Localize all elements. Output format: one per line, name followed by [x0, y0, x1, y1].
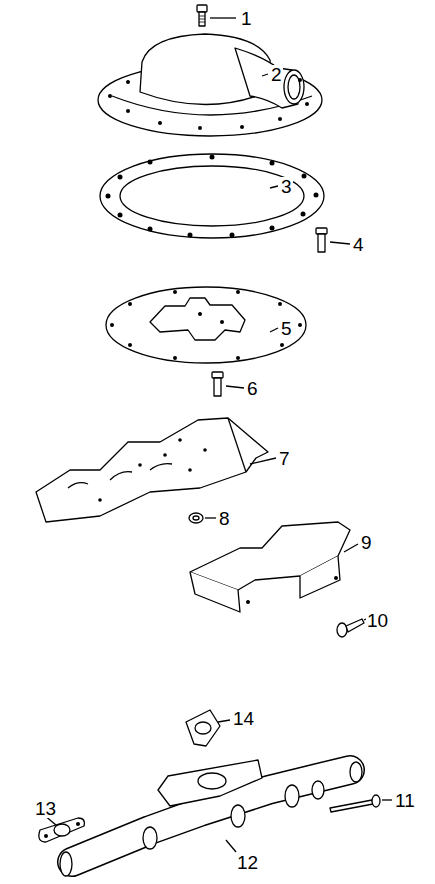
- callout-number: 5: [280, 319, 293, 338]
- leader-line: [226, 840, 236, 852]
- leader-line: [262, 74, 268, 76]
- callout-number: 3: [280, 177, 293, 196]
- cover: [98, 34, 322, 136]
- bolt: [197, 5, 207, 26]
- leader-line: [218, 720, 230, 722]
- callout-number: 2: [270, 65, 283, 84]
- callout-number: 11: [394, 791, 416, 810]
- leader-line: [344, 544, 358, 552]
- leader-line: [205, 517, 216, 518]
- leader-line: [330, 242, 350, 244]
- flange-gasket: [39, 818, 85, 842]
- callout-number: 14: [232, 709, 255, 728]
- leader-line: [270, 328, 278, 332]
- washer: [189, 513, 203, 523]
- bracket: [36, 418, 268, 522]
- callout-number: 13: [34, 799, 57, 818]
- leader-line: [210, 17, 236, 18]
- manifold: [60, 760, 362, 876]
- leader-line: [270, 186, 278, 188]
- callout-number: 8: [218, 509, 231, 528]
- gasket: [100, 154, 324, 238]
- bolt: [212, 372, 223, 396]
- bolt: [316, 228, 327, 252]
- leader-line: [382, 799, 392, 800]
- callout-number: 9: [360, 533, 373, 552]
- leader-line: [226, 386, 244, 388]
- leader-line: [250, 458, 276, 464]
- callout-number: 1: [240, 9, 253, 28]
- callout-number: 12: [236, 853, 259, 872]
- bolt: [330, 795, 380, 812]
- bracket: [190, 522, 350, 612]
- callout-number: 6: [246, 379, 259, 398]
- gasket: [186, 710, 220, 746]
- callout-number: 7: [278, 449, 291, 468]
- plate: [106, 287, 306, 363]
- callout-number: 4: [352, 235, 365, 254]
- screw: [337, 619, 364, 637]
- callout-number: 10: [366, 611, 389, 630]
